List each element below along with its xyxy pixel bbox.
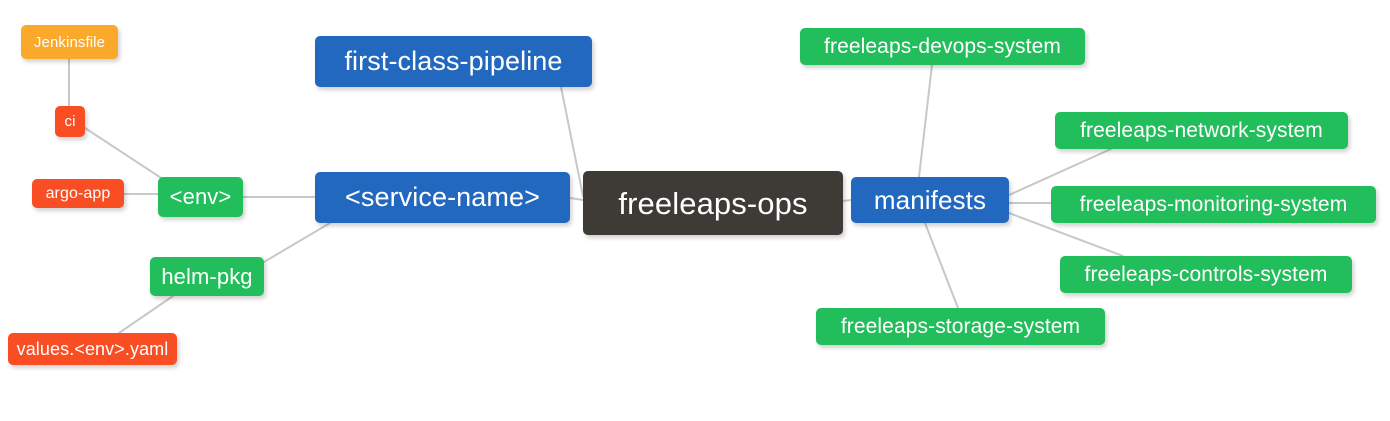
node-label: <env> xyxy=(169,184,232,209)
edge-freeleaps-ops-to-service-name xyxy=(569,197,584,201)
node-label: freeleaps-network-system xyxy=(1080,119,1323,142)
node-label: manifests xyxy=(873,185,987,215)
mindmap-node-jenkinsfile[interactable]: Jenkinsfile xyxy=(21,25,118,59)
mindmap-node-values-env-yaml[interactable]: values.<env>.yaml xyxy=(8,333,177,365)
node-label: <service-name> xyxy=(345,182,540,212)
node-label: ci xyxy=(64,113,76,130)
node-label: freeleaps-ops xyxy=(618,185,808,221)
node-label: Jenkinsfile xyxy=(33,33,106,51)
mindmap-node-helm-pkg[interactable]: helm-pkg xyxy=(150,257,264,296)
mindmap-node-argo-app[interactable]: argo-app xyxy=(32,179,124,208)
node-label: first-class-pipeline xyxy=(344,46,563,76)
mindmap-node-freeleaps-devops-system[interactable]: freeleaps-devops-system xyxy=(800,28,1085,65)
node-label: freeleaps-monitoring-system xyxy=(1079,193,1348,216)
edge-helm-pkg-to-values-env-yaml xyxy=(118,295,174,334)
node-label: freeleaps-devops-system xyxy=(824,35,1061,58)
edge-manifests-to-freeleaps-storage-system xyxy=(924,222,959,309)
node-label: argo-app xyxy=(45,184,111,202)
mindmap-node-ci[interactable]: ci xyxy=(55,106,85,137)
edge-service-name-to-helm-pkg xyxy=(263,222,331,263)
mindmap-node-freeleaps-controls-system[interactable]: freeleaps-controls-system xyxy=(1060,256,1352,293)
mindmap-node-env[interactable]: <env> xyxy=(158,177,243,217)
node-label: freeleaps-storage-system xyxy=(840,315,1081,338)
mindmap-node-service-name[interactable]: <service-name> xyxy=(315,172,570,223)
edge-manifests-to-freeleaps-devops-system xyxy=(918,64,933,178)
mindmap-node-freeleaps-ops[interactable]: freeleaps-ops xyxy=(583,171,843,235)
mindmap-node-first-class-pipeline[interactable]: first-class-pipeline xyxy=(315,36,592,87)
node-label: helm-pkg xyxy=(161,263,253,289)
node-label: freeleaps-controls-system xyxy=(1084,263,1328,286)
node-label: values.<env>.yaml xyxy=(16,339,169,359)
mindmap-node-freeleaps-storage-system[interactable]: freeleaps-storage-system xyxy=(816,308,1105,345)
mindmap-node-freeleaps-monitoring-system[interactable]: freeleaps-monitoring-system xyxy=(1051,186,1376,223)
edge-freeleaps-ops-to-manifests xyxy=(842,199,852,202)
mindmap-node-freeleaps-network-system[interactable]: freeleaps-network-system xyxy=(1055,112,1348,149)
mindmap-node-manifests[interactable]: manifests xyxy=(851,177,1009,223)
